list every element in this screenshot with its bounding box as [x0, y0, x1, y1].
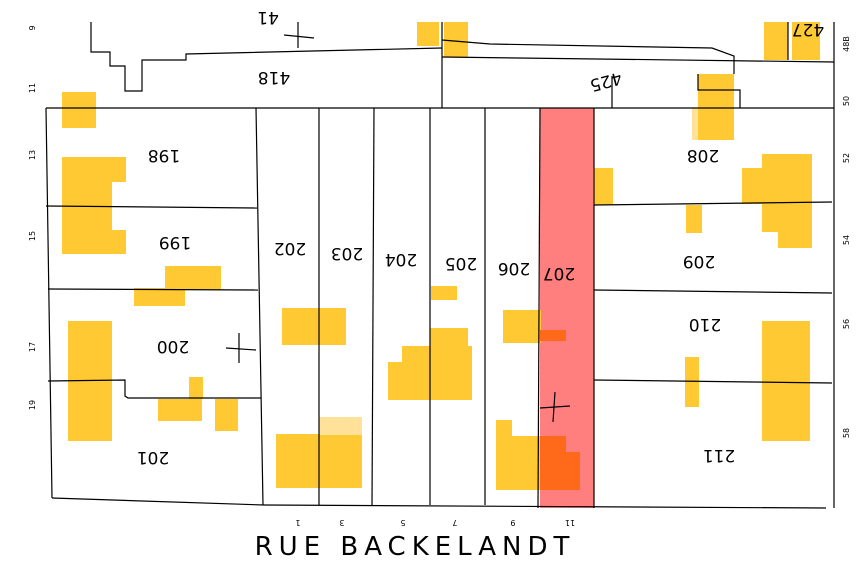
plot-label-200: 200	[157, 336, 189, 356]
bottom-number: 1	[295, 518, 300, 527]
bottom-number: 9	[510, 518, 515, 527]
bottom-number: 7	[452, 518, 457, 527]
right-number: 56	[842, 319, 851, 329]
left-house-numbers: 9 11 13 15 17 19	[28, 25, 37, 410]
plot-label-203: 203	[331, 243, 363, 263]
plot-label-418: 418	[258, 67, 290, 87]
plot-labels: 418 425 427 41 198 199 200 201 202 203 2…	[137, 7, 824, 467]
left-number: 13	[28, 150, 37, 160]
left-number: 15	[28, 231, 37, 241]
right-number: 50	[842, 96, 851, 106]
left-number: 17	[28, 342, 37, 352]
plot-label-202: 202	[274, 238, 306, 258]
plot-label-210: 210	[689, 314, 721, 334]
left-number: 11	[28, 83, 37, 93]
plot-label-206: 206	[498, 258, 530, 278]
right-number: 52	[842, 153, 851, 163]
plot-label-199: 199	[159, 232, 191, 252]
bottom-number: 3	[339, 518, 344, 527]
plot-label-211: 211	[703, 445, 735, 465]
plot-label-41: 41	[257, 7, 279, 27]
plot-label-425: 425	[587, 67, 624, 95]
highlight-buildings	[540, 330, 580, 490]
right-house-numbers: 48B 50 52 54 56 58	[842, 36, 851, 438]
plot-label-207: 207	[543, 263, 575, 283]
plot-label-198: 198	[148, 145, 180, 165]
buildings-light	[319, 108, 698, 435]
left-number: 9	[28, 25, 37, 30]
plot-label-427: 427	[792, 19, 824, 39]
plot-label-209: 209	[683, 251, 715, 271]
plot-label-201: 201	[137, 447, 169, 467]
plot-label-204: 204	[385, 249, 417, 269]
plot-label-205: 205	[445, 253, 477, 273]
plot-label-208: 208	[687, 145, 719, 165]
bottom-number: 11	[565, 518, 575, 527]
parcel-lines	[45, 22, 835, 509]
street-name: RUE BACKELANDT	[254, 532, 576, 562]
left-number: 19	[28, 400, 37, 410]
right-number: 54	[842, 235, 851, 245]
bottom-number: 5	[400, 518, 405, 527]
right-number: 48B	[842, 36, 851, 52]
right-number: 58	[842, 428, 851, 438]
bottom-house-numbers: 1 3 5 7 9 11	[295, 518, 575, 527]
